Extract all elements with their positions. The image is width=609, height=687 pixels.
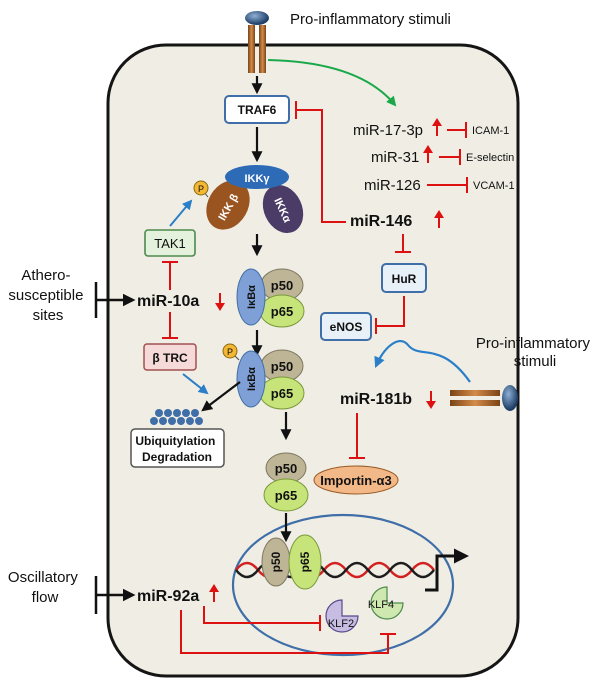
p50-label-4: p50	[269, 551, 283, 572]
klf4-label: KLF4	[368, 599, 394, 611]
importin-label: Importin-α3	[320, 473, 392, 488]
traf6-label: TRAF6	[238, 103, 277, 117]
arrow-ikbap-ubiq	[201, 381, 241, 412]
phospho-ikk-icon	[193, 180, 209, 196]
p65-label-3: p65	[275, 488, 297, 503]
ikkg-label: IKKγ	[244, 173, 270, 185]
inhibit-hur-enos	[376, 296, 405, 327]
p50-label-3: p50	[275, 461, 297, 476]
mir17-label[interactable]: miR-17-3p	[353, 122, 423, 139]
ikk-complex[interactable]: IKKγ IKK β IKKα	[198, 165, 311, 240]
eselectin-label: E-selectin	[466, 152, 514, 164]
vcam1-label: VCAM-1	[473, 180, 515, 192]
osc-line-1: Oscillatory	[8, 569, 79, 586]
right-stimuli-line-2: stimuli	[514, 353, 557, 370]
athero-label: Athero- susceptible sites	[8, 267, 87, 324]
ikk-gamma	[225, 165, 289, 189]
right-stimuli-line-1: Pro-inflammatory	[476, 335, 591, 352]
ubiquitin-chain-icon	[150, 409, 203, 425]
p50-label-1: p50	[271, 278, 293, 293]
mir31-label[interactable]: miR-31	[371, 149, 419, 166]
phospho-ikba-label: P	[227, 347, 233, 357]
hur-box[interactable]	[381, 263, 427, 293]
nucleus	[231, 513, 455, 657]
icam1-label: ICAM-1	[472, 125, 509, 137]
mir92a-label[interactable]: miR-92a	[137, 588, 199, 605]
klf4-shape[interactable]: KLF4	[368, 586, 404, 620]
ubiquitylation-box[interactable]	[130, 428, 225, 468]
hur-label: HuR	[392, 272, 417, 286]
athero-line-2: susceptible	[8, 287, 83, 304]
ikba-complex-1[interactable]: p50 p65 IκBα	[236, 268, 305, 328]
p65-label-2: p65	[271, 386, 293, 401]
ubiq-line-2: Degradation	[142, 450, 212, 464]
down-arrow-mir10a-icon	[215, 293, 225, 311]
athero-line-3: sites	[33, 307, 64, 324]
mir10a-label[interactable]: miR-10a	[137, 293, 199, 310]
p65-label-4: p65	[298, 551, 312, 572]
transcription-arrow	[425, 548, 469, 592]
up-arrow-icons	[423, 118, 444, 228]
inhibit-mir92a-klf2	[203, 606, 320, 624]
p50-label-2: p50	[271, 359, 293, 374]
btrc-box[interactable]	[143, 343, 197, 371]
right-stimuli-label: Pro-inflammatory stimuli	[476, 335, 594, 370]
traf6-box[interactable]	[224, 95, 290, 124]
osc-label: Oscillatory flow	[8, 569, 82, 606]
top-receptor-icon	[245, 11, 269, 73]
ikk-beta	[206, 180, 250, 230]
right-receptor-icon	[450, 385, 518, 411]
mir126-label[interactable]: miR-126	[364, 177, 421, 194]
up-arrow-mir92a-icon	[209, 584, 219, 602]
mir146-label[interactable]: miR-146	[350, 213, 412, 230]
enos-label: eNOS	[330, 320, 363, 334]
enos-box[interactable]	[320, 312, 372, 341]
inhibit-mir92a-klf4	[180, 610, 389, 654]
inhibition-to-targets	[427, 122, 468, 193]
ikk-alpha	[262, 184, 304, 234]
athero-line-1: Athero-	[21, 267, 70, 284]
klf2-label: KLF2	[328, 618, 354, 630]
inhibit-mir146-traf6	[296, 109, 346, 223]
p65-label-1: p65	[271, 304, 293, 319]
mir181b-label[interactable]: miR-181b	[340, 391, 412, 408]
ikba-complex-2[interactable]: p50 p65 IκBα	[236, 349, 305, 410]
nuclear-nfkb[interactable]: p50 p65	[261, 534, 322, 590]
ikba-label-1: IκBα	[246, 285, 258, 309]
ubiq-label: Ubiquitylation Degradation	[135, 434, 218, 464]
top-stimuli-label: Pro-inflammatory stimuli	[290, 11, 451, 28]
ikba-label-2: IκBα	[246, 367, 258, 391]
blue-curve-arrow	[374, 340, 471, 383]
btrc-label: β TRC	[152, 351, 188, 365]
osc-line-2: flow	[32, 589, 59, 606]
arrow-tak1-ikk	[169, 199, 193, 227]
phospho-ikk-label: P	[198, 184, 204, 194]
green-stimulus-arrow	[267, 59, 397, 107]
tak1-label: TAK1	[154, 236, 186, 251]
phospho-ikba-icon	[222, 343, 238, 359]
down-arrow-mir181b-icon	[426, 391, 436, 409]
ubiq-line-1: Ubiquitylation	[135, 434, 215, 448]
importin-complex[interactable]: p50 p65 Importin-α3	[263, 452, 399, 512]
klf2-shape[interactable]: KLF2	[325, 599, 359, 633]
tak1-box[interactable]	[144, 229, 196, 257]
arrow-btrc-ikba	[182, 373, 209, 395]
